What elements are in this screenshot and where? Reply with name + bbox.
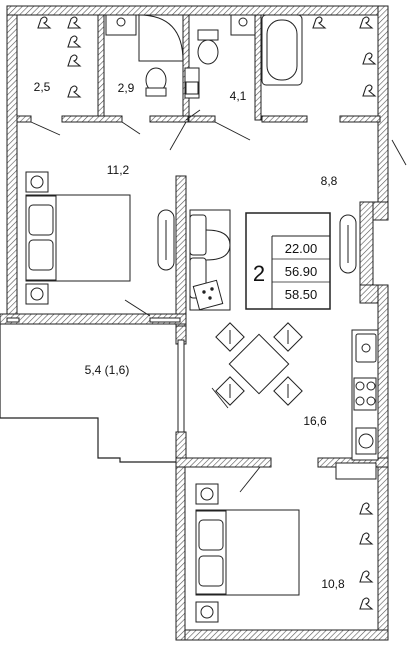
shower-tray (138, 14, 184, 62)
room-area-wardrobe: 2,5 (34, 80, 51, 94)
dining-set (215, 322, 303, 406)
area-legend: 2 22.00 56.90 58.50 (245, 212, 331, 310)
bedroom-1-furniture (25, 171, 131, 305)
total-area-with-balcony: 58.50 (285, 287, 318, 302)
living-area: 22.00 (285, 241, 318, 256)
balcony-outline (0, 324, 176, 463)
toilet-2 (197, 39, 219, 65)
room-area-bathroom-shower: 2,9 (118, 81, 135, 95)
kitchen-units (335, 329, 379, 480)
room-labels: 2,5 2,9 4,1 11,2 8,8 5,4 (1,6) 16,6 10,8 (34, 80, 345, 591)
room-area-bedroom-1: 11,2 (107, 163, 130, 177)
bedroom-2-furniture (195, 483, 300, 623)
door-swings (30, 109, 407, 493)
room-area-bathroom-tub: 4,1 (230, 89, 247, 103)
bathroom-fixtures (105, 14, 303, 99)
hall-furniture (157, 209, 357, 274)
room-area-balcony: 5,4 (1,6) (85, 363, 130, 377)
plant-table (192, 279, 224, 311)
room-area-hall: 8,8 (321, 174, 338, 188)
total-area: 56.90 (285, 264, 318, 279)
room-count: 2 (253, 261, 265, 286)
room-area-bedroom-2: 10,8 (321, 577, 345, 591)
room-area-kitchen-living: 16,6 (303, 414, 327, 428)
windows (6, 317, 185, 433)
